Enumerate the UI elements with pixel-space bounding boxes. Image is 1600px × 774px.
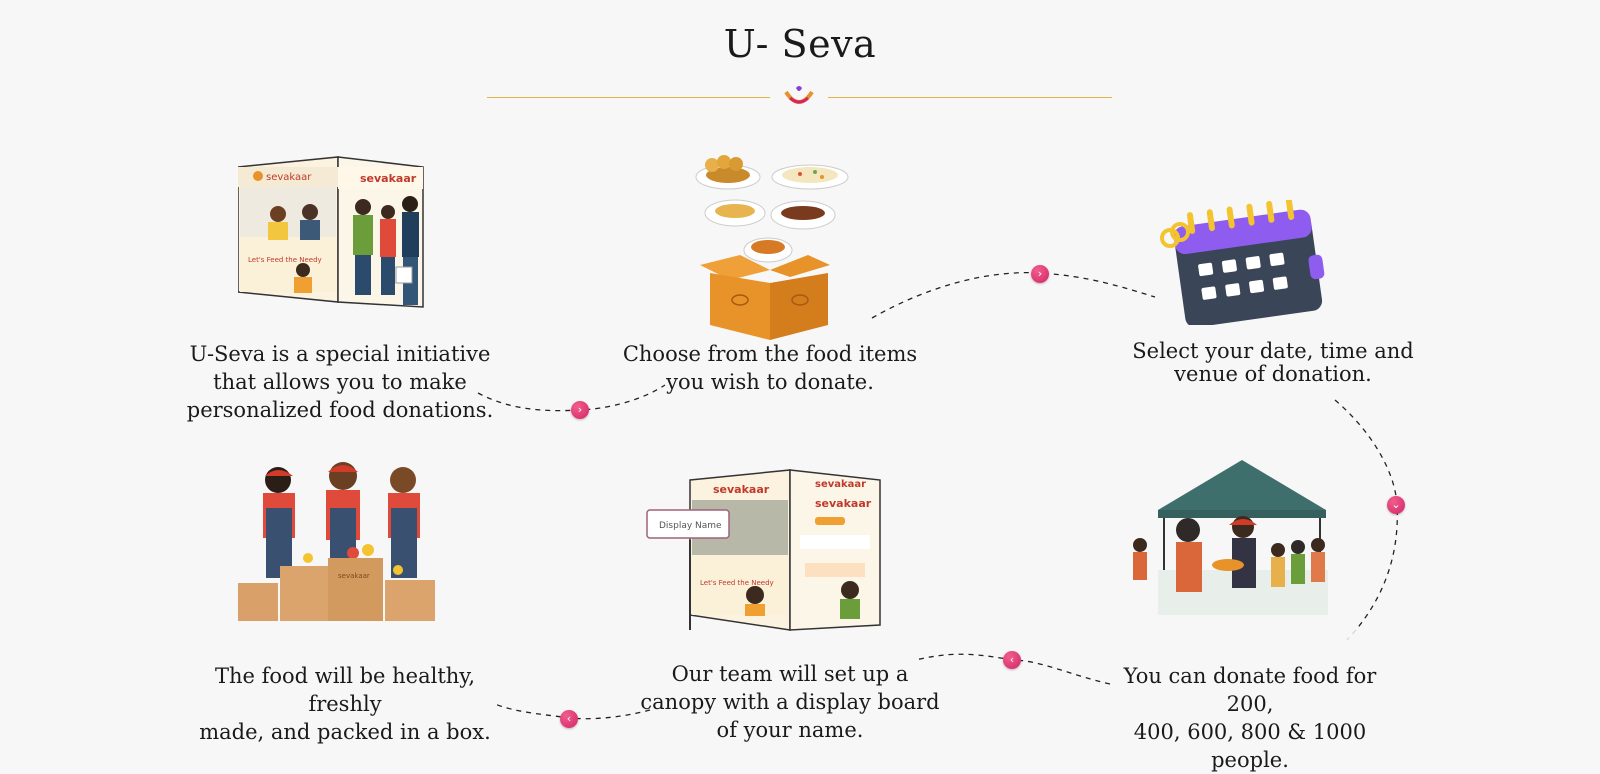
canopy-display-illustration: sevakaar sevakaar sevakaar Let's Feed th… (646, 469, 881, 631)
arrow-left-icon: ‹ (1003, 651, 1021, 669)
step-5-caption: Our team will set up a canopy with a dis… (640, 662, 940, 742)
food-box-illustration (695, 155, 849, 340)
arrow-down-icon: ⌄ (1387, 496, 1405, 514)
svg-text:Let's Feed the Needy: Let's Feed the Needy (248, 256, 322, 264)
packing-team-illustration: sevakaar (238, 462, 435, 621)
u-seva-logo-icon (784, 86, 814, 104)
title-divider-right (828, 97, 1112, 98)
step-3-caption: Select your date, time and venue of dona… (1132, 339, 1414, 386)
step-2-caption: Choose from the food items you wish to d… (622, 342, 918, 394)
title-divider-left (487, 97, 770, 98)
svg-text:Let's Feed the Needy: Let's Feed the Needy (700, 579, 774, 587)
step-4-caption: You can donate food for 200, 400, 600, 8… (1123, 664, 1377, 772)
arrow-right-icon: › (1031, 265, 1049, 283)
svg-text:sevakaar: sevakaar (338, 572, 370, 580)
svg-text:sevakaar: sevakaar (815, 497, 872, 510)
step-6-caption: The food will be healthy, freshly made, … (199, 664, 491, 744)
food-distribution-illustration (1128, 460, 1356, 650)
display-board-text: Display Name (659, 521, 722, 531)
arrow-left-icon: ‹ (560, 710, 578, 728)
calendar-illustration (1160, 200, 1325, 325)
svg-text:sevakaar: sevakaar (815, 479, 866, 490)
svg-text:sevakaar: sevakaar (360, 172, 417, 185)
step-1-caption: U-Seva is a special initiative that allo… (186, 342, 494, 422)
arrow-right-icon: › (571, 401, 589, 419)
page-title: U- Seva (723, 22, 877, 66)
svg-text:sevakaar: sevakaar (266, 172, 312, 183)
svg-text:sevakaar: sevakaar (713, 483, 770, 496)
sevakaar-stall-illustration: sevakaar sevakaar Let's Feed the Needy (238, 156, 424, 308)
